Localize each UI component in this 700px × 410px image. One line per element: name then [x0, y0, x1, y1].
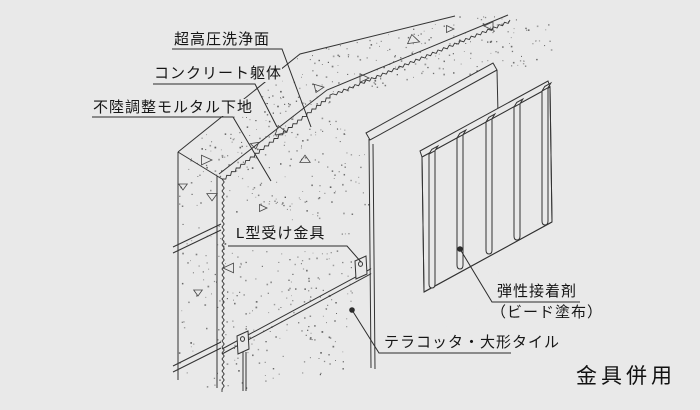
wall-top-back-edge — [177, 15, 456, 153]
leader-tile — [351, 309, 511, 354]
rail-stub-lower — [172, 341, 222, 373]
leader-lines — [92, 48, 580, 354]
leader-adhesive — [459, 248, 580, 303]
bracket-leg — [242, 352, 247, 391]
wall-top-front-edge — [218, 14, 509, 175]
wall-top-left-corner — [177, 151, 223, 180]
tile-right-edge — [549, 86, 553, 223]
label-washed-surface: 超高圧洗浄面 — [174, 31, 271, 48]
label-adhesive: 弾性接着剤 — [497, 283, 578, 300]
caption-kanagu-heiyou: 金具併用 — [576, 365, 676, 388]
label-concrete-body: コンクリート躯体 — [154, 65, 283, 82]
leader-mortar-base — [92, 116, 272, 182]
mortar-panel-left-edge — [368, 138, 376, 370]
leader-dot-tile — [349, 307, 355, 313]
bracket-hole-lower — [240, 336, 245, 342]
leader-washed-surface — [172, 48, 312, 128]
tile-bottom-edge — [423, 221, 553, 293]
label-l-bracket: L型受け金具 — [236, 225, 326, 242]
leader-concrete-body — [153, 83, 278, 128]
l-bracket-plate-upper — [354, 255, 368, 280]
tile-left-edge — [421, 156, 425, 293]
bracket-rails — [172, 223, 405, 391]
l-brackets — [236, 255, 368, 355]
adhesive-beads — [428, 81, 553, 289]
label-tile: テラコッタ・大形タイル — [384, 334, 561, 351]
rail-stub-upper — [172, 223, 222, 254]
washed-surface-serration — [221, 19, 511, 392]
mortar-panel-right-edge — [496, 69, 499, 115]
l-bracket-plate-lower — [236, 330, 250, 355]
label-mortar-base: 不陸調整モルタル下地 — [93, 99, 254, 116]
label-adhesive-sub: （ビード塗布） — [491, 304, 604, 321]
stipple-texture — [177, 16, 553, 390]
leader-l-bracket — [228, 245, 362, 263]
leader-dot-adhesive — [457, 246, 463, 252]
